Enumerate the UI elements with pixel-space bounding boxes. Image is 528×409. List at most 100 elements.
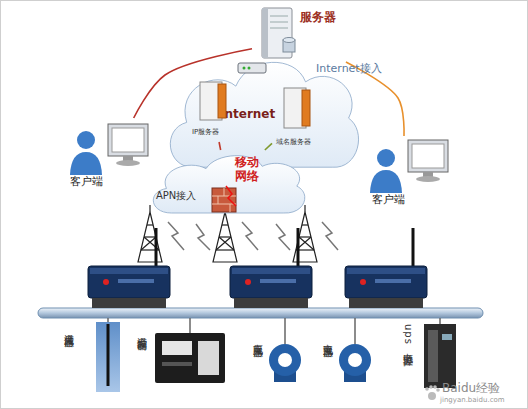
tower-brace <box>147 224 153 225</box>
main-server-icon <box>262 8 295 58</box>
dtu-device <box>345 228 427 308</box>
node-label: 电压互感器 <box>252 336 264 341</box>
monitor <box>108 124 148 156</box>
watermark-url: jingyan.baidu.com <box>440 397 505 405</box>
controller-node: 温度控制器 <box>133 325 230 397</box>
client-node: 客户端 <box>60 118 152 194</box>
ups-body <box>424 324 456 388</box>
router-icon <box>238 63 266 73</box>
node-label: Internet <box>220 108 275 122</box>
node-label: 电流互感器 <box>322 336 334 341</box>
transformer-hole <box>348 353 362 367</box>
brick-line <box>212 196 236 197</box>
dns-server-node: 域名服务器 <box>272 86 326 150</box>
drive-slot <box>270 28 288 29</box>
transformer-ring <box>269 344 301 376</box>
radio-tower <box>213 205 237 262</box>
antenna <box>155 228 158 266</box>
dtu-device <box>88 228 170 308</box>
tower-mast <box>304 205 305 212</box>
device-body <box>230 266 312 298</box>
router-light <box>248 67 251 70</box>
brick-line <box>218 196 219 204</box>
tower-frame <box>213 212 237 262</box>
node-label: 移动网络 <box>235 156 261 184</box>
lightning-bolt <box>242 222 258 250</box>
node-label: 温度传感器 <box>63 326 75 331</box>
cloud-outline <box>170 62 358 167</box>
field-bus <box>38 308 483 318</box>
database-cylinder <box>283 40 295 52</box>
device-top <box>90 268 168 274</box>
person-head <box>377 149 395 167</box>
probe-photo <box>96 322 120 392</box>
server-icon <box>200 82 226 120</box>
node-label: ups电源监控 <box>402 324 414 349</box>
device-body <box>88 266 170 298</box>
ups-display <box>442 334 452 340</box>
antenna <box>412 228 415 266</box>
antenna <box>297 228 300 266</box>
lightning-bolt <box>276 224 290 250</box>
server-case <box>262 8 292 58</box>
wire <box>354 318 356 344</box>
device-panel <box>260 279 296 283</box>
monitor-base <box>416 176 440 182</box>
watermark-paw <box>425 385 440 400</box>
lightning-bolt <box>168 222 184 250</box>
drive-slot <box>270 22 288 23</box>
controller-body <box>155 333 225 383</box>
node-label: 域名服务器 <box>276 138 311 146</box>
person-head <box>77 131 95 149</box>
server-icon <box>284 88 310 128</box>
ups-unit <box>424 324 456 388</box>
tower-brace <box>216 237 231 250</box>
tower-brace <box>302 224 308 225</box>
temperature-controller <box>155 333 225 383</box>
monitor-base <box>116 160 140 166</box>
tower-brace <box>144 236 156 237</box>
device-logo <box>245 279 251 285</box>
device-panel <box>118 279 154 283</box>
brick-line <box>230 204 231 212</box>
drive-slot <box>270 16 288 17</box>
brick-line <box>212 204 236 205</box>
paw-pad <box>428 392 436 400</box>
voltage-transformer <box>269 344 301 382</box>
person-body <box>70 152 102 175</box>
server-case <box>200 82 222 120</box>
server-side <box>262 8 268 58</box>
cloud-shape <box>145 150 310 220</box>
watermark: Baidu经验 <box>442 382 500 395</box>
client-illustration <box>70 124 148 175</box>
person-body <box>370 170 402 193</box>
probe-rod <box>107 324 110 386</box>
lightning-bolt <box>196 224 210 250</box>
device-ports <box>349 298 423 308</box>
monitor-screen <box>112 128 144 152</box>
client-illustration <box>370 140 448 193</box>
router-light <box>243 67 246 70</box>
ups-node: ups电源监控 <box>400 320 462 396</box>
controller-label <box>198 341 219 375</box>
radio-tower <box>138 205 162 262</box>
server-side <box>218 84 226 118</box>
transformer-node: 电流互感器 <box>320 330 378 396</box>
wire <box>284 318 286 344</box>
device-logo <box>103 279 109 285</box>
cloud-outline <box>153 156 305 213</box>
transformer-node: 电压互感器 <box>250 330 308 396</box>
connector-line <box>346 62 404 136</box>
tower-frame <box>138 212 162 262</box>
device-top <box>347 268 425 274</box>
internet-cloud: InternetIP服务器域名服务器 <box>160 52 365 180</box>
wire <box>107 318 109 322</box>
tower-brace <box>219 236 231 237</box>
wire <box>439 318 441 324</box>
firewall-icon <box>212 186 236 212</box>
device-ports <box>92 298 166 308</box>
monitor-screen <box>412 144 444 168</box>
sensor-node: 温度传感器 <box>60 320 130 398</box>
